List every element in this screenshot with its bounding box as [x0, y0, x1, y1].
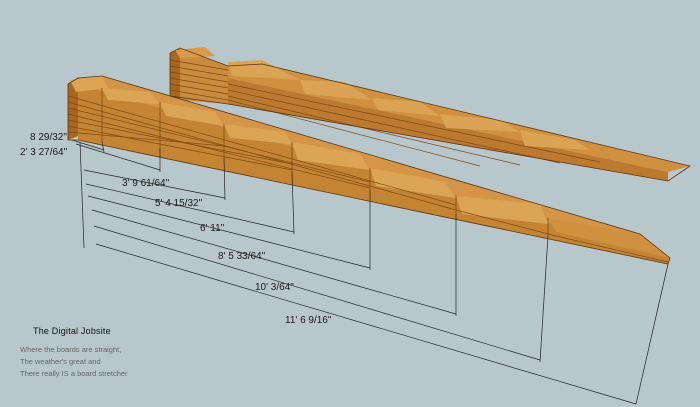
front-step-3	[160, 102, 224, 126]
front-step-1	[70, 76, 108, 92]
dimension-labels: 8 29/32" 2' 3 27/64" 3' 9 61/64" 5' 4 15…	[20, 132, 332, 326]
front-board-stack	[67, 75, 671, 265]
front-step-4	[224, 124, 292, 144]
front-step-8	[548, 218, 670, 258]
dimension-lines	[71, 139, 669, 405]
rear-step-3	[372, 98, 440, 116]
front-step-7	[456, 196, 548, 224]
brand-title: The Digital Jobsite	[33, 326, 111, 336]
rear-step-2	[300, 80, 372, 100]
rear-step-5	[520, 130, 590, 150]
front-board-outline	[67, 75, 671, 265]
dimension-label-5: 6' 11"	[200, 223, 225, 234]
tagline-line-2: The weather's great and	[20, 357, 101, 366]
dimension-label-3: 3' 9 61/64"	[122, 178, 170, 189]
dimension-label-8: 11' 6 9/16"	[285, 315, 332, 326]
rear-stack-end-face	[170, 48, 180, 100]
rear-board-stack	[169, 47, 691, 182]
dimension-label-1: 8 29/32"	[30, 132, 67, 143]
tagline-line-1: Where the boards are straight,	[20, 345, 122, 354]
dimension-label-2: 2' 3 27/64"	[20, 147, 68, 158]
front-step-5	[292, 142, 370, 170]
rear-lamination-lines	[169, 59, 601, 167]
tagline-line-3: There really IS a board stretcher	[20, 369, 128, 378]
front-step-edges	[101, 88, 549, 236]
front-step-6	[370, 168, 456, 198]
rear-step-4	[440, 114, 520, 132]
rear-board-outline	[169, 47, 691, 182]
dimension-label-7: 10' 3/64"	[255, 282, 294, 293]
dimension-label-6: 8' 5 33/64"	[218, 251, 266, 262]
rear-board-side-face	[228, 78, 668, 181]
front-step-2	[102, 88, 160, 104]
rear-stack-front-face	[180, 48, 228, 104]
front-lamination-lines	[67, 95, 669, 263]
dimension-label-4: 5' 4 15/32"	[155, 198, 203, 209]
